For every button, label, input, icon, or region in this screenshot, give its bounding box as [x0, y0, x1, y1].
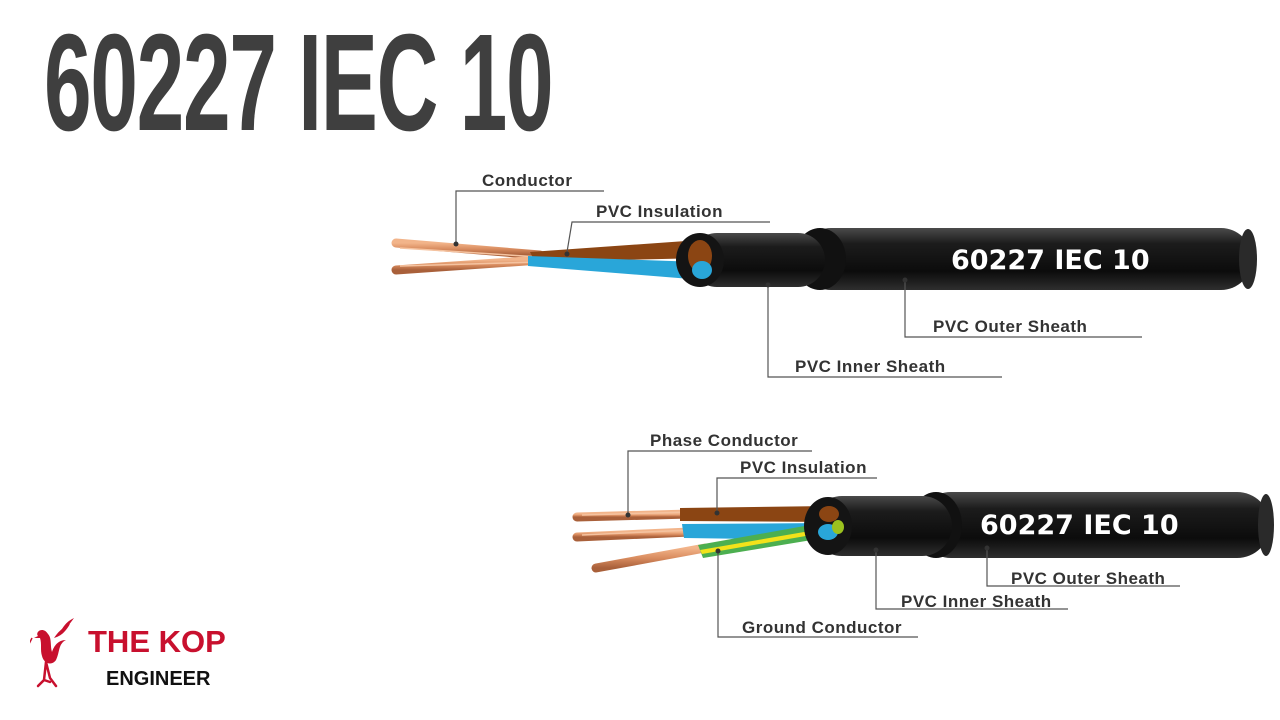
logo-name: THE KOP: [88, 624, 226, 659]
brown-core: [530, 240, 705, 262]
liverbird-icon: [30, 618, 74, 688]
cable-three-core: 60227 IEC 10 Phase Conductor PVC Insulat…: [572, 431, 1274, 638]
blue-core: [528, 256, 703, 280]
label-pvc-inner-sheath: PVC Inner Sheath: [795, 357, 946, 376]
label-pvc-outer-sheath: PVC Outer Sheath: [933, 317, 1087, 336]
conductor-strands: [391, 238, 545, 275]
cable-two-core: 60227 IEC 10 Conductor PVC Insulation PV…: [391, 171, 1257, 378]
brown-core: [680, 506, 832, 522]
label-ground-conductor: Ground Conductor: [742, 618, 902, 637]
brand-logo: THE KOP ENGINEER: [30, 616, 260, 696]
outer-sheath: [800, 228, 1252, 290]
cable-marking: 60227 IEC 10: [980, 510, 1179, 541]
logo-subtitle: ENGINEER: [106, 668, 211, 690]
label-phase-conductor: Phase Conductor: [650, 431, 798, 450]
label-pvc-insulation: PVC Insulation: [596, 202, 723, 221]
page-title: 60227 IEC 10: [44, 6, 554, 160]
label-conductor: Conductor: [482, 171, 572, 190]
cable-marking: 60227 IEC 10: [951, 245, 1150, 276]
outer-sheath: [918, 492, 1270, 558]
conductor-strands: [572, 509, 710, 573]
inner-sheath: [690, 233, 825, 287]
label-pvc-insulation: PVC Insulation: [740, 458, 867, 477]
label-pvc-outer-sheath: PVC Outer Sheath: [1011, 569, 1165, 588]
label-pvc-inner-sheath: PVC Inner Sheath: [901, 592, 1052, 611]
